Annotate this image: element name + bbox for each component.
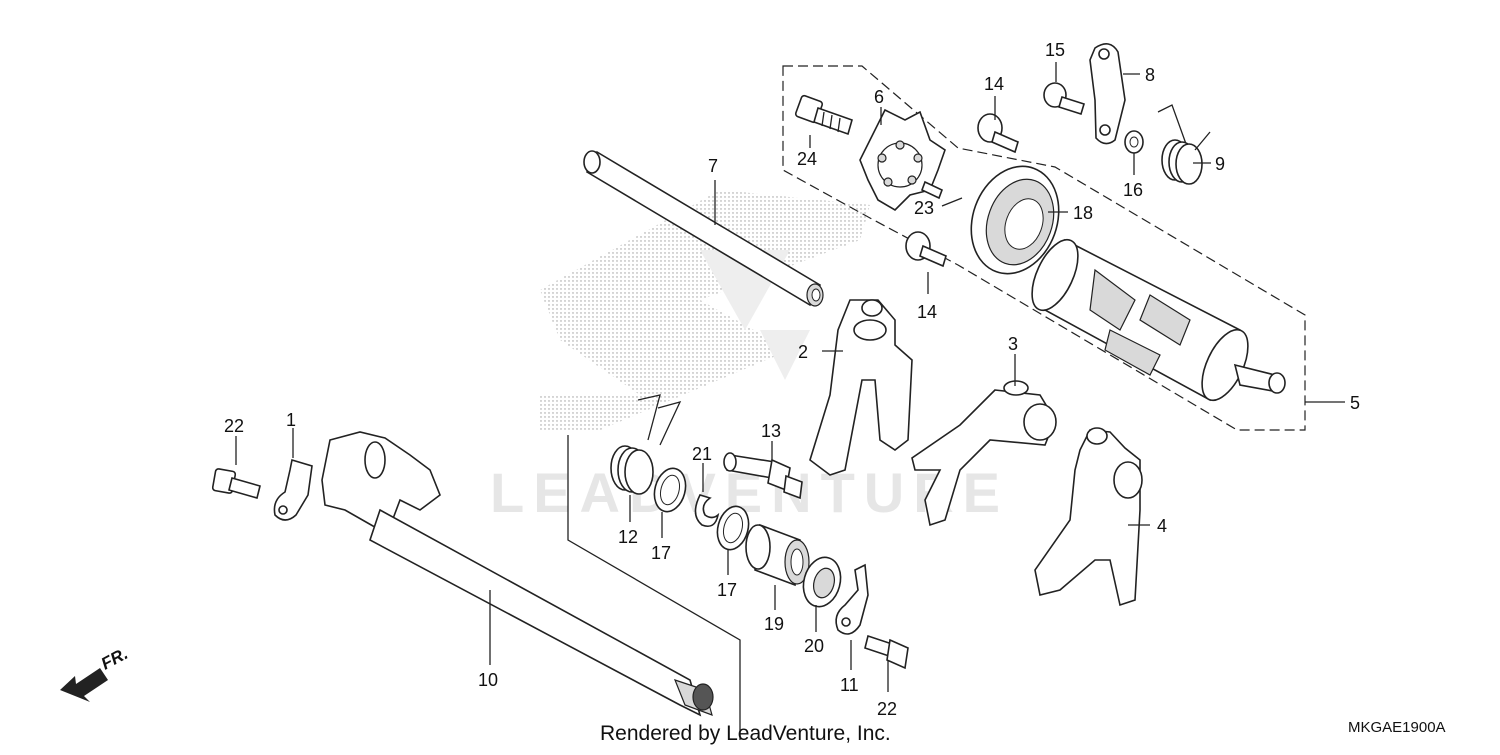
- callout-4: 4: [1157, 516, 1167, 536]
- part-14-bolt-lower: [905, 231, 947, 268]
- callout-13: 13: [761, 421, 781, 441]
- part-24-bolt: [794, 94, 853, 136]
- part-13-pin: [723, 452, 803, 500]
- callout-18: 18: [1073, 203, 1093, 223]
- part-2-shift-fork: [809, 299, 913, 476]
- part-15-bolt: [1043, 82, 1085, 116]
- callout-24: 24: [797, 149, 817, 169]
- callout-2: 2: [798, 342, 808, 362]
- leader-lines: [235, 62, 1345, 692]
- callout-3: 3: [1008, 334, 1018, 354]
- part-5-shift-drum: [1031, 238, 1286, 402]
- direction-label: FR.: [98, 644, 131, 674]
- callout-11: 11: [840, 675, 859, 695]
- part-1-plate: [273, 458, 313, 521]
- callout-8: 8: [1145, 65, 1155, 85]
- part-18-bearing: [970, 165, 1060, 275]
- callout-17-b: 17: [717, 580, 737, 600]
- callout-20: 20: [804, 636, 824, 656]
- diagram-code: MKGAE1900A: [1348, 719, 1446, 736]
- callout-14-upper: 14: [984, 74, 1004, 94]
- callout-22-lower: 22: [877, 699, 897, 719]
- part-19-needle-bearing: [745, 523, 810, 587]
- arrow-icon: [60, 668, 108, 702]
- callout-9: 9: [1215, 154, 1225, 174]
- callout-12: 12: [618, 527, 638, 547]
- credit-text: Rendered by LeadVenture, Inc.: [600, 722, 891, 745]
- callout-1: 1: [286, 410, 296, 430]
- callout-14-lower: 14: [917, 302, 937, 322]
- part-3-shift-fork: [911, 380, 1057, 527]
- callout-15: 15: [1045, 40, 1065, 60]
- callout-19: 19: [764, 614, 784, 634]
- part-9-return-spring: [1157, 104, 1211, 185]
- callout-21: 21: [692, 444, 712, 464]
- part-22-bolt-lower: [864, 634, 909, 670]
- callout-5: 5: [1350, 393, 1360, 413]
- callout-7: 7: [708, 156, 718, 176]
- part-11-plate: [835, 563, 869, 635]
- group-outline-5: [782, 65, 1306, 431]
- part-20-oil-seal: [802, 556, 842, 608]
- callout-10: 10: [478, 670, 498, 690]
- callout-16: 16: [1123, 180, 1143, 200]
- part-6-shift-drum-center: [859, 108, 946, 212]
- part-14-bolt-upper: [977, 113, 1019, 154]
- part-23-dowel-pin: [920, 180, 944, 200]
- part-12-spring: [610, 394, 682, 495]
- group-bracket-10: [567, 435, 741, 740]
- part-17-washer-b: [716, 505, 750, 551]
- callout-6: 6: [874, 87, 884, 107]
- part-22-bolt-left: [211, 468, 261, 499]
- part-21-circlip: [694, 494, 720, 528]
- callout-labels: 1 2 3 4 5 6 7 8 9 10 11 12 13 14 14 15 1…: [224, 40, 1360, 719]
- part-17-washer-a: [653, 467, 687, 513]
- front-direction-arrow: FR.: [60, 644, 131, 702]
- callout-22-left: 22: [224, 416, 244, 436]
- part-10-gearshift-spindle: [321, 431, 714, 717]
- part-8-stopper-arm: [1089, 43, 1126, 145]
- part-16-washer: [1124, 130, 1144, 154]
- part-4-shift-fork: [1034, 427, 1143, 607]
- callout-23: 23: [914, 198, 934, 218]
- part-7-shift-fork-shaft: [583, 150, 824, 307]
- callout-17-a: 17: [651, 543, 671, 563]
